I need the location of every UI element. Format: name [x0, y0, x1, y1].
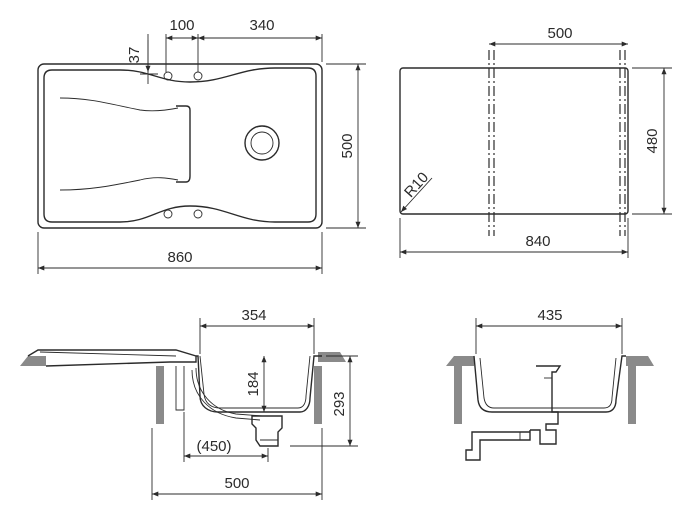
dim-500-front: 500 — [224, 475, 249, 492]
bowl-inner — [199, 355, 311, 409]
tap-hole-4 — [193, 209, 203, 219]
tap-hole-1 — [163, 71, 173, 81]
dim-354: 354 — [241, 307, 266, 324]
dim-37: 37 — [126, 47, 143, 64]
side-cabinet-right — [628, 366, 636, 424]
dim-435: 435 — [537, 307, 562, 324]
dim-500-depth: 500 — [339, 133, 356, 158]
overflow-pipe — [175, 366, 263, 421]
cabinet-right — [314, 366, 322, 424]
right-worktop-hatch — [318, 352, 346, 362]
drainer-groove-top — [59, 97, 179, 112]
trap — [251, 415, 283, 447]
left-worktop-hatch — [20, 356, 46, 366]
cutout-outline — [399, 67, 629, 215]
waste-fitting — [530, 365, 562, 445]
side-section-view: 435 — [446, 307, 654, 461]
sink-outline — [37, 63, 323, 229]
drainer-groove-bottom — [59, 177, 179, 191]
top-view: 37 100 340 860 500 — [37, 17, 366, 274]
sink-inner-contour — [43, 67, 317, 223]
drain-outer — [244, 125, 280, 161]
cutout-view: 500 480 R10 840 — [399, 25, 672, 258]
side-bowl-inner — [479, 357, 617, 409]
dim-293: 293 — [331, 391, 348, 416]
dim-860: 860 — [167, 249, 192, 266]
tap-hole-2 — [193, 71, 203, 81]
dim-100: 100 — [169, 17, 194, 34]
bowl-profile — [196, 355, 322, 413]
drainer-tray — [176, 105, 191, 183]
dim-840: 840 — [525, 233, 550, 250]
side-left-worktop — [446, 356, 474, 366]
side-bowl-profile — [473, 355, 626, 413]
dim-340: 340 — [249, 17, 274, 34]
drainer-board-profile — [27, 349, 197, 367]
dim-184: 184 — [245, 371, 262, 396]
drain-inner — [250, 131, 274, 155]
tap-hole-3 — [163, 209, 173, 219]
front-section-view: 354 184 293 (450) 500 — [20, 307, 358, 500]
cabinet-left — [156, 366, 164, 424]
dim-450: (450) — [196, 438, 231, 455]
side-right-worktop — [626, 356, 654, 366]
dim-500-cutout: 500 — [547, 25, 572, 42]
dim-r10: R10 — [401, 169, 432, 201]
dim-line-r10 — [400, 177, 433, 213]
dim-480: 480 — [644, 128, 661, 153]
side-cabinet-left — [454, 366, 462, 424]
waste-pipe — [465, 430, 531, 461]
